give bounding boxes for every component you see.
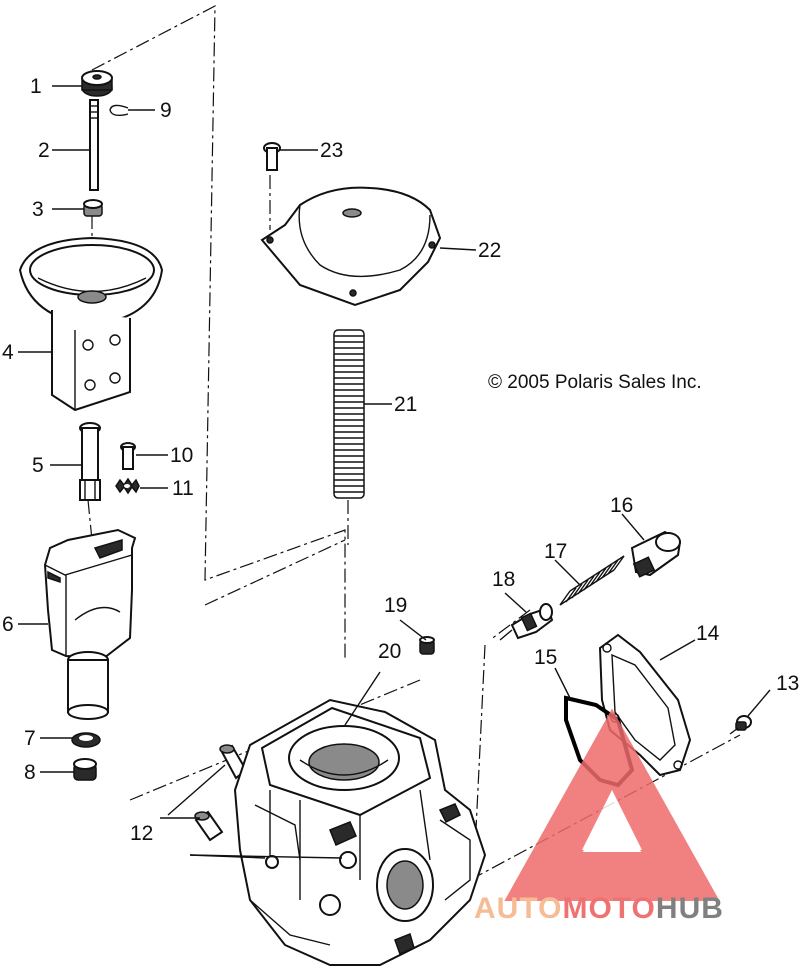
callout-2: 2	[38, 139, 50, 162]
callout-8: 8	[24, 761, 36, 784]
part-3-needle-seat	[83, 199, 103, 217]
leader-lines	[18, 85, 771, 859]
callout-1: 1	[30, 75, 42, 98]
watermark-logo: AUTOMOTOHUB	[474, 708, 724, 925]
part-5-needle-jet	[79, 422, 101, 501]
callout-6: 6	[2, 613, 14, 636]
callout-9: 9	[160, 99, 172, 122]
callout-labels: 1 2 3 4 5 6 7 8 9 10 11 12 13 14 15 16 1…	[2, 75, 799, 845]
part-20-carburetor-body	[233, 698, 487, 966]
callout-10: 10	[170, 444, 193, 467]
callout-18: 18	[492, 568, 515, 591]
part-17-spring	[559, 555, 625, 606]
part-19-fitting	[419, 636, 435, 655]
part-22-top-cover	[260, 186, 442, 307]
part-21-spring	[333, 329, 365, 499]
part-12-caps	[194, 744, 248, 842]
callout-12: 12	[130, 822, 153, 845]
callout-22: 22	[478, 239, 501, 262]
watermark-moto: MOTO	[562, 892, 655, 925]
callout-20: 20	[378, 640, 401, 663]
callout-16: 16	[610, 494, 633, 517]
part-1-cap	[81, 70, 113, 97]
callout-13: 13	[776, 672, 799, 695]
callout-7: 7	[24, 727, 36, 750]
part-13-screw	[729, 715, 752, 735]
callout-15: 15	[534, 646, 557, 669]
callout-4: 4	[2, 341, 14, 364]
part-11-lock-washer	[115, 477, 140, 495]
callout-23: 23	[320, 139, 343, 162]
watermark-wordmark: AUTOMOTOHUB	[474, 892, 724, 925]
watermark-auto: AUTO	[474, 892, 562, 925]
part-8-plug	[73, 758, 97, 781]
watermark-triangle-icon	[504, 708, 720, 901]
copyright-notice: © 2005 Polaris Sales Inc.	[488, 372, 702, 393]
callout-3: 3	[32, 198, 44, 221]
watermark-hub: HUB	[656, 892, 724, 925]
callout-21: 21	[394, 393, 417, 416]
callout-17: 17	[544, 540, 567, 563]
part-10-screw	[120, 442, 136, 470]
part-9-clip	[109, 104, 129, 117]
part-16-plug-cap	[630, 530, 682, 578]
part-23-screw	[263, 142, 281, 171]
part-18-plunger	[499, 603, 554, 641]
part-4-diaphragm-slide	[18, 236, 164, 412]
part-2-jet-needle	[89, 99, 99, 191]
callout-14: 14	[696, 622, 720, 645]
part-7-o-ring	[71, 732, 101, 748]
part-6-throttle-slide	[43, 528, 137, 720]
callout-11: 11	[172, 477, 194, 500]
callout-19: 19	[384, 594, 407, 617]
callout-5: 5	[32, 454, 44, 477]
